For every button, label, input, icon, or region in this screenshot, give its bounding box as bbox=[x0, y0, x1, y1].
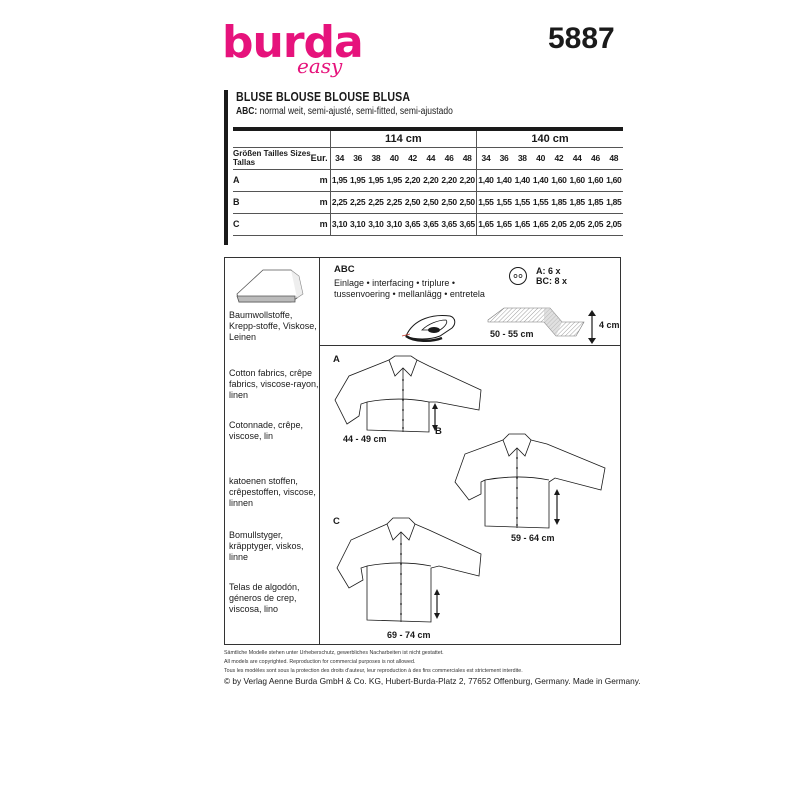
fabric-list-es: Telas de algodón, géneros de crep, visco… bbox=[229, 582, 300, 614]
table-row: B m 2,25 2,25 2,25 2,25 2,50 2,50 2,50 2… bbox=[233, 190, 623, 213]
view-b-length: 59 - 64 cm bbox=[511, 533, 555, 543]
fabric-list-en: Cotton fabrics, crêpe fabrics, viscose-r… bbox=[229, 368, 319, 400]
fabric-list-fr: Cotonnade, crêpe, viscose, lin bbox=[229, 420, 304, 441]
logo-line: easy bbox=[297, 54, 343, 78]
eur-label: Eur. bbox=[310, 146, 331, 169]
logo-brand: burda bbox=[222, 17, 364, 68]
bias-length: 50 - 55 cm bbox=[490, 329, 534, 339]
fit-label: ABC: bbox=[236, 106, 258, 117]
width-header-row: 114 cm 140 cm bbox=[233, 127, 623, 147]
fabric-column: Baumwollstoffe, Krepp-stoffe, Viskose, L… bbox=[225, 258, 320, 644]
table-row: A m 1,95 1,95 1,95 1,95 2,20 2,20 2,20 2… bbox=[233, 168, 623, 191]
interfacing-text: Einlage • interfacing • triplure • tusse… bbox=[334, 278, 485, 299]
blouse-c-drawing bbox=[336, 517, 482, 623]
iron-icon bbox=[401, 315, 456, 342]
yardage-table: 114 cm 140 cm Größen Tailles Sizes Talla… bbox=[233, 127, 623, 236]
view-a-label: A bbox=[333, 354, 340, 365]
fit-description: ABC: normal weit, semi-ajusté, semi-fitt… bbox=[236, 105, 566, 118]
fabric-list-nl: katoenen stoffen, crêpestoffen, viscose,… bbox=[229, 476, 316, 508]
view-b-label: B bbox=[435, 426, 442, 437]
blouse-b-drawing bbox=[454, 433, 606, 529]
footer: Sämtliche Modelle stehen unter Urhebersc… bbox=[224, 649, 641, 687]
legal-de: Sämtliche Modelle stehen unter Urhebersc… bbox=[224, 650, 444, 656]
double-arrow-icon bbox=[588, 310, 596, 344]
view-c-label: C bbox=[333, 516, 340, 527]
pattern-number: 5887 bbox=[548, 22, 615, 55]
legal-en: All models are copyrighted. Reproduction… bbox=[224, 659, 416, 665]
copyright: © by Verlag Aenne Burda GmbH & Co. KG, H… bbox=[224, 676, 641, 686]
bias-width: 4 cm bbox=[599, 320, 620, 330]
garment-title: BLUSE BLOUSE BLOUSE BLUSA bbox=[236, 90, 411, 104]
pattern-info-frame: Baumwollstoffe, Krepp-stoffe, Viskose, L… bbox=[224, 257, 621, 645]
button-icon bbox=[509, 267, 527, 285]
fit-text: normal weit, semi-ajusté, semi-fitted, s… bbox=[259, 106, 453, 117]
sizes-row: Größen Tailles Sizes Tallas Eur. 34 36 3… bbox=[233, 146, 623, 169]
burda-easy-logo: burda easy bbox=[222, 17, 364, 88]
legal-fr: Tous les modèles sont sous la protection… bbox=[224, 668, 523, 674]
fabric-list-de: Baumwollstoffe, Krepp-stoffe, Viskose, L… bbox=[229, 310, 317, 342]
notions-views-label: ABC bbox=[334, 264, 355, 275]
width-140-header: 140 cm bbox=[476, 127, 623, 147]
title-block: BLUSE BLOUSE BLOUSE BLUSA ABC: normal we… bbox=[224, 90, 624, 245]
bias-strip-icon bbox=[487, 307, 585, 337]
view-c-length: 69 - 74 cm bbox=[387, 630, 431, 640]
table-row: C m 3,10 3,10 3,10 3,10 3,65 3,65 3,65 3… bbox=[233, 212, 623, 236]
notions-panel: ABC Einlage • interfacing • triplure • t… bbox=[320, 258, 620, 346]
button-quantity: A: 6 x BC: 8 x bbox=[536, 266, 568, 286]
blouse-a-drawing bbox=[334, 355, 482, 433]
width-114-header: 114 cm bbox=[330, 127, 478, 147]
view-a-length: 44 - 49 cm bbox=[343, 434, 387, 444]
sizes-label: Größen Tailles Sizes Tallas bbox=[233, 149, 311, 167]
fabric-list-sv: Bomullstyger, kräpptyger, viskos, linne bbox=[229, 530, 304, 562]
fabric-bolt-icon bbox=[236, 269, 304, 303]
